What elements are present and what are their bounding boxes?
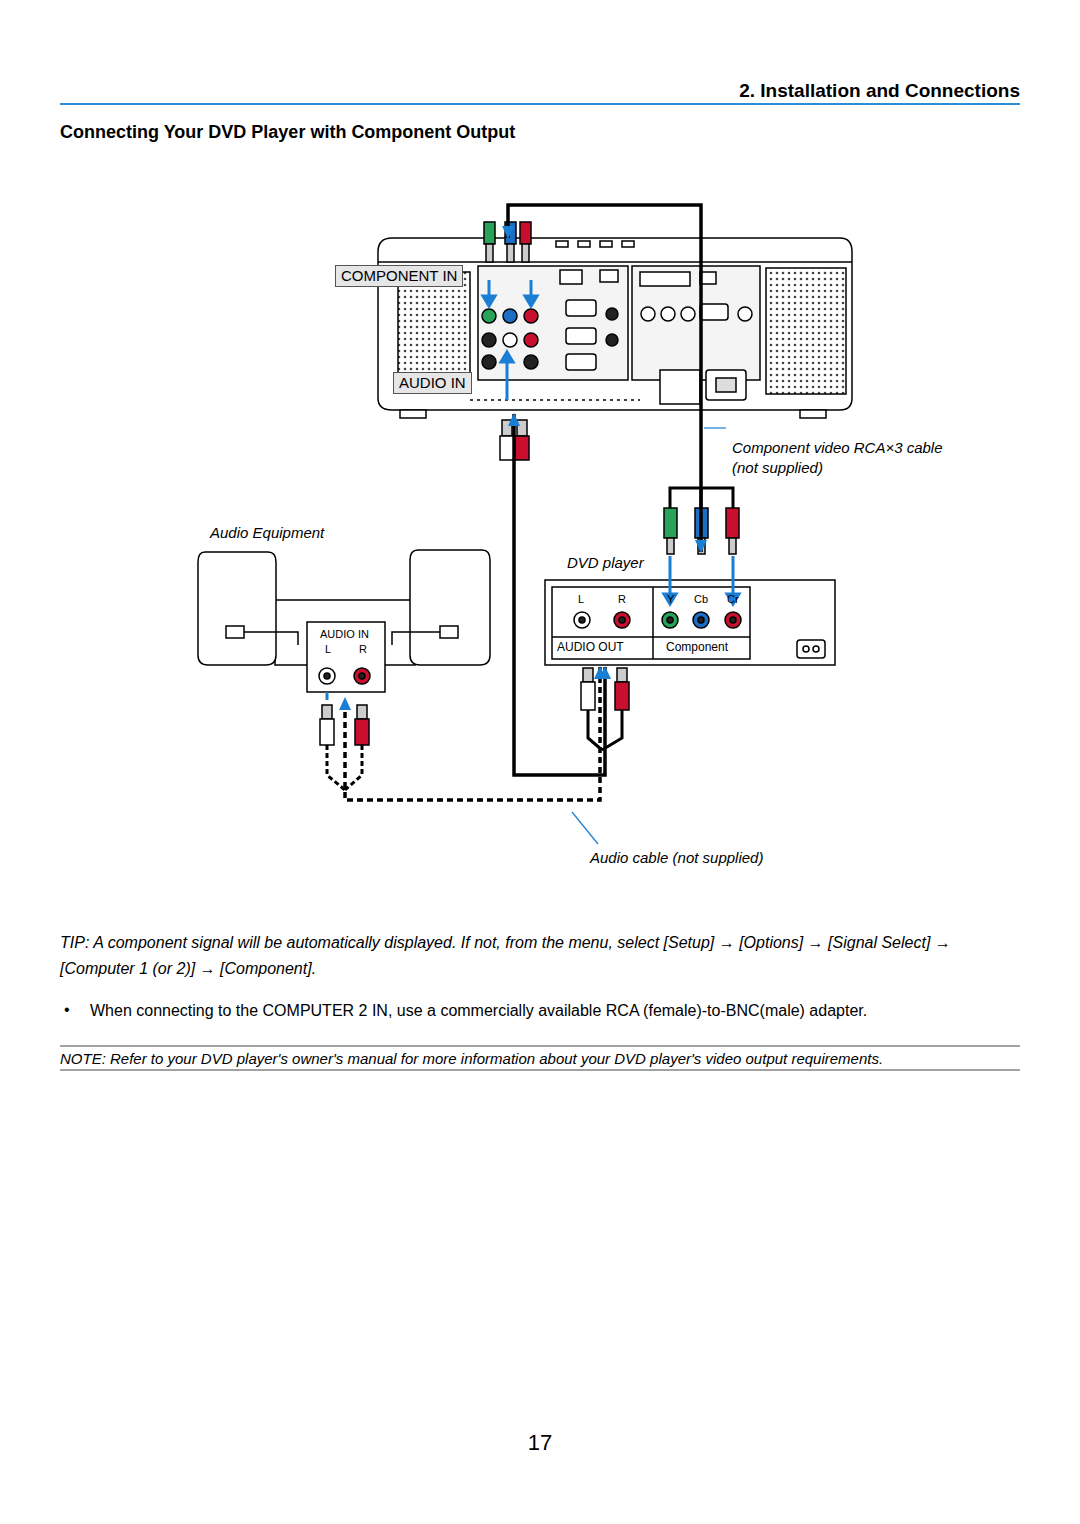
cable-label: Audio cable (not supplied) <box>588 848 852 868</box>
jack-label: R <box>618 593 626 606</box>
device-name: DVD player <box>567 554 644 572</box>
cable-connector <box>514 414 605 775</box>
header-rule <box>60 103 1020 105</box>
tip-note: TIP: A component signal will be automati… <box>60 930 1025 982</box>
panel-label: AUDIO IN <box>320 628 369 641</box>
jack-label: R <box>359 643 367 656</box>
leader-line <box>572 812 598 844</box>
note-rule <box>60 1070 1020 1071</box>
audio-equipment: Audio EquipmentAUDIO IN L R <box>198 520 492 698</box>
jack-label: L <box>325 643 331 656</box>
note-text: NOTE: Refer to your DVD player's owner's… <box>60 1049 1025 1069</box>
insertion-arrows <box>483 280 537 400</box>
dvd-player: DVD playerL R Y Cb CrAUDIO OUT Component <box>545 552 837 667</box>
leader-line <box>704 427 726 428</box>
jack-label: L <box>578 593 584 606</box>
jack-label: Y <box>667 593 674 606</box>
insertion-arrows <box>327 556 739 700</box>
note-rule <box>60 1046 1020 1047</box>
panel-label: AUDIO OUT <box>557 640 624 654</box>
cable-connector <box>508 205 701 552</box>
jack-label: Cb <box>694 593 708 606</box>
projector: COMPONENT IN AUDIO IN <box>330 238 852 414</box>
page-title: Connecting Your DVD Player with Componen… <box>60 122 515 144</box>
port-label: COMPONENT IN <box>335 265 463 287</box>
page-number: 17 <box>0 1430 1080 1456</box>
jack-label: Cr <box>727 593 739 606</box>
cable-connector <box>345 667 600 800</box>
device-name: Audio Equipment <box>210 524 324 542</box>
port-label: AUDIO IN <box>393 372 472 394</box>
projector-illustration <box>378 222 852 460</box>
panel-label: Component <box>666 640 728 654</box>
bullet: • <box>64 1000 70 1019</box>
cable-label: Component video RCA×3 cable (not supplie… <box>730 438 974 478</box>
dvd-player-illustration <box>545 488 835 750</box>
section-header: 2. Installation and Connections <box>739 80 1020 103</box>
body-text: When connecting to the COMPUTER 2 IN, us… <box>90 1000 1025 1022</box>
